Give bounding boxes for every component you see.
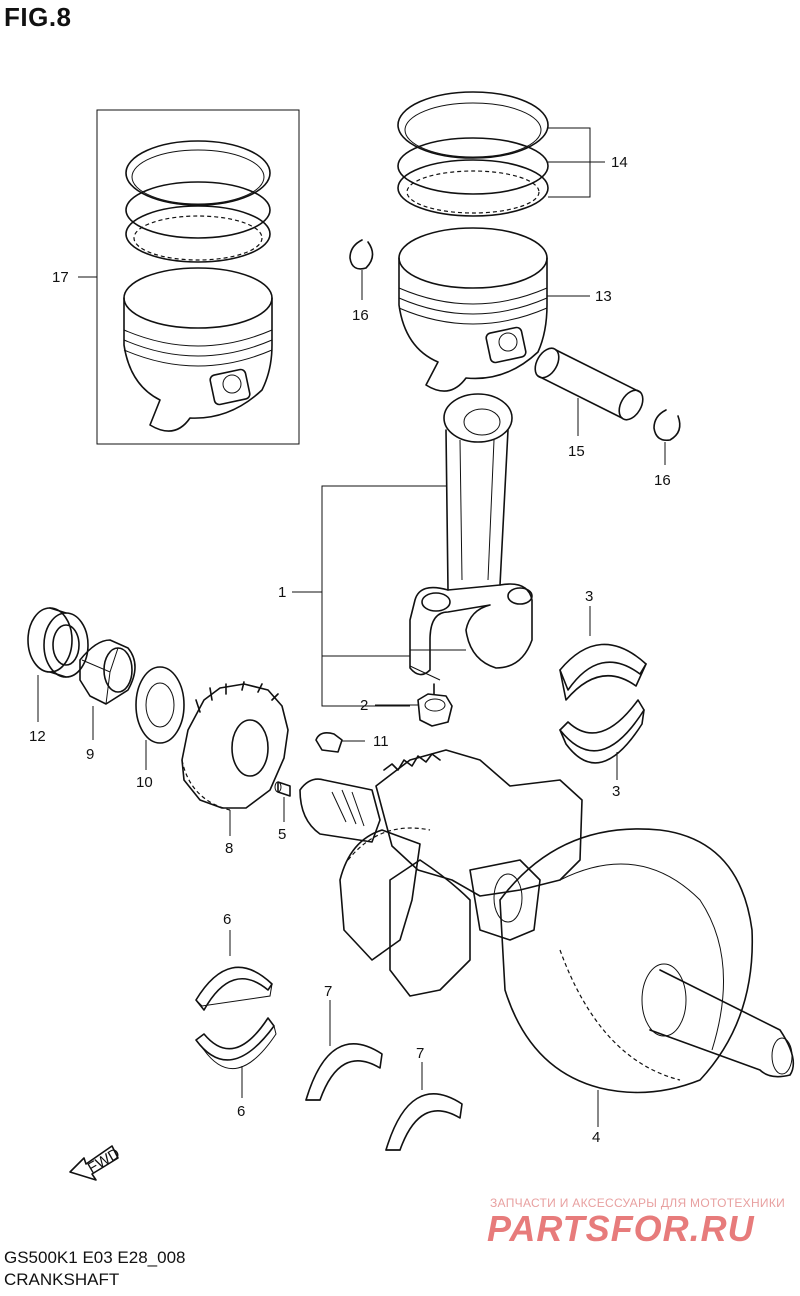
callout-13: 13 [595,288,612,305]
callout-6-upper: 6 [223,911,231,928]
crank-bearing-6-lower [195,1017,277,1070]
model-code: GS500K1 E03 E28_008 [4,1248,186,1267]
circlip-16-upper [349,239,374,270]
bush-9 [79,639,136,705]
fwd-label: FWD [85,1145,123,1177]
oil-seal-12 [27,607,89,678]
piston-rings-14 [397,91,549,217]
callout-3-upper: 3 [585,588,593,605]
callout-7-left: 7 [324,983,332,1000]
callout-16-upper: 16 [352,307,369,324]
crank-pin-bearing-3-lower [559,699,645,764]
callout-15: 15 [568,443,585,460]
thrust-washer-7-right [385,1093,463,1151]
dowel-pin-5 [274,781,291,797]
callout-2: 2 [360,697,368,714]
callout-8: 8 [225,840,233,857]
figure-title: FIG.8 [4,2,72,32]
callout-4: 4 [592,1129,600,1146]
connecting-rod-1 [409,393,533,681]
watermark-logo: PARTSFOR.RU [487,1208,755,1249]
callout-9: 9 [86,746,94,763]
forward-direction-arrow: FWD [69,1145,123,1181]
callout-17: 17 [52,269,69,286]
piston-kit-rings [125,140,271,263]
callout-7-right: 7 [416,1045,424,1062]
callout-14: 14 [611,154,628,171]
primary-drive-gear-8 [181,681,289,811]
callout-5: 5 [278,826,286,843]
piston-pin-15 [534,347,644,421]
crank-bearing-6-upper [195,966,273,1011]
callout-1: 1 [278,584,286,601]
thrust-washer-7-left [305,1043,383,1101]
circlip-16-lower [653,409,681,442]
callout-11: 11 [373,733,389,750]
callout-12: 12 [29,728,46,745]
callout-6-lower: 6 [237,1103,245,1120]
rod-nut-2 [417,683,453,727]
figure-name: CRANKSHAFT [4,1270,120,1289]
woodruff-key-11 [315,732,343,753]
piston-kit-piston [123,267,273,432]
crank-pin-bearing-3-upper [559,643,647,701]
piston-13 [398,227,548,392]
callout-3-lower: 3 [612,783,620,800]
washer-10 [135,666,185,744]
piston-kit-frame [96,109,300,445]
crankshaft-4 [299,749,795,1094]
callout-10: 10 [136,774,153,791]
callout-16-lower: 16 [654,472,671,489]
watermark-tagline: ЗАПЧАСТИ И АКСЕССУАРЫ ДЛЯ МОТОТЕХНИКИ [490,1196,786,1210]
